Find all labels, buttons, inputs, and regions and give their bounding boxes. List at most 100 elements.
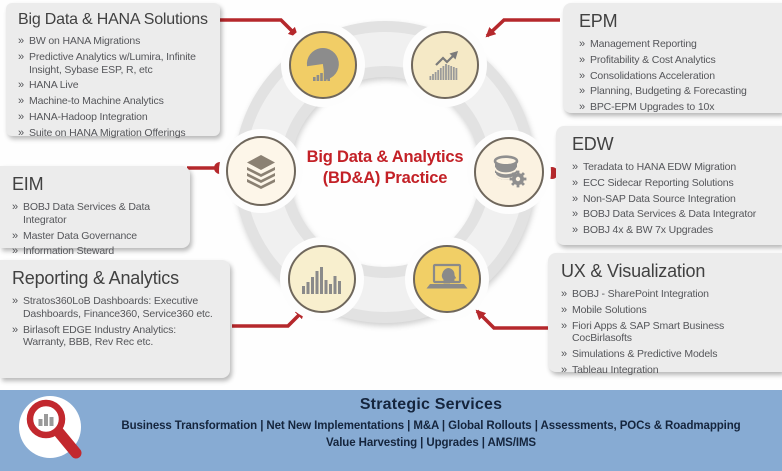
panel-item-list: »BOBJ - SharePoint Integration»Mobile So…: [561, 288, 778, 377]
hub-title-line2: (BD&A) Practice: [322, 169, 448, 188]
database-gear-icon: [493, 155, 527, 188]
strategic-services-text: Strategic Services Business Transformati…: [90, 396, 772, 451]
panel-ux-visualization: UX & Visualization »BOBJ - SharePoint In…: [548, 253, 782, 376]
list-item-text: BOBJ Data Services & Data Integrator: [582, 208, 757, 221]
chevron-bullet: »: [18, 50, 24, 63]
list-item-text: HANA-Hadoop Integration: [28, 110, 148, 123]
strategic-services-row1: Business Transformation | Net New Implem…: [121, 420, 741, 432]
pie-chart-icon: [306, 48, 339, 81]
list-item-text: Suite on HANA Migration Offerings: [28, 126, 186, 139]
hub-node-ux: [405, 237, 489, 321]
list-item-text: Stratos360LoB Dashboards: Executive Dash…: [22, 295, 213, 320]
list-item: »BOBJ 4x & BW 7x Upgrades: [572, 224, 772, 237]
panel-item-list: » Stratos360LoB Dashboards: Executive Das…: [12, 295, 220, 349]
hub-node-reporting: [280, 237, 364, 321]
chevron-bullet: »: [579, 69, 585, 82]
list-item: »Simulations & Predictive Models: [561, 348, 778, 361]
panel-big-data-hana-solutions: Big Data & HANA Solutions » BW on HANA Mi…: [6, 3, 220, 139]
chevron-bullet: »: [12, 245, 18, 258]
strategic-services-band: Strategic Services Business Transformati…: [0, 390, 782, 471]
panel-title: Big Data & HANA Solutions: [18, 11, 208, 28]
list-item: »BOBJ Data Services & Data Integrator: [12, 201, 180, 227]
panel-item-list: » Management Reporting » Profitability & Co…: [579, 38, 772, 114]
panel-item-list: » BW on HANA Migrations » Predictive Analyt…: [18, 35, 210, 140]
list-item-text: Master Data Governance: [22, 229, 137, 242]
panel-item-list: »BOBJ Data Services & Data Integrator»Ma…: [12, 201, 180, 258]
list-item: » Fiori Apps & SAP Smart Business CocBirl…: [561, 320, 778, 346]
list-item-text: Teradata to HANA EDW Migration: [582, 161, 737, 173]
list-item: » Consolidations Acceleration: [579, 70, 772, 83]
panel-title: UX & Visualization: [561, 261, 706, 281]
chevron-bullet: »: [572, 161, 578, 173]
panel-epm: EPM »Management Reporting»Profitability …: [563, 3, 782, 113]
chevron-bullet: »: [12, 201, 18, 213]
list-item: » BW on HANA Migrations: [18, 35, 210, 48]
list-item-text: Planning, Budgeting & Forecasting: [589, 85, 747, 98]
hub-title-line1: Big Data & Analytics: [306, 148, 464, 166]
chevron-bullet: »: [572, 208, 578, 221]
chevron-bullet: »: [572, 192, 578, 205]
chevron-bullet: »: [18, 35, 24, 47]
panel-title: Reporting & Analytics: [12, 268, 179, 288]
bar-chart-icon: [302, 267, 341, 294]
chevron-bullet: »: [12, 229, 18, 242]
chevron-bullet: »: [579, 38, 585, 50]
hub-node-big-data: [281, 23, 365, 107]
list-item: » Master Data Governance: [12, 230, 180, 243]
list-item: » BOBJ Data Services & Data Integrator: [572, 208, 772, 221]
strategic-services-title: Strategic Services: [359, 396, 503, 413]
list-item: »Birlasoft EDGE Industry Analytics: Warr…: [12, 324, 220, 350]
list-item-text: BOBJ 4x & BW 7x Upgrades: [582, 224, 714, 237]
list-item-text: Machine-to Machine Analytics: [28, 95, 164, 108]
panel-title: EIM: [12, 174, 44, 194]
chevron-bullet: »: [18, 110, 24, 123]
list-item: » Management Reporting: [579, 38, 772, 51]
list-item-text: HANA Live: [28, 79, 79, 92]
list-item-text: Profitability & Cost Analytics: [589, 53, 716, 66]
chevron-bullet: »: [561, 348, 567, 361]
chevron-bullet: »: [579, 53, 585, 66]
panel-item-list: »Teradata to HANA EDW Migration»ECC Side…: [572, 161, 772, 237]
list-item-text: Information Steward: [22, 245, 115, 258]
layers-icon: [247, 155, 275, 189]
list-item: » Non-SAP Data Source Integration: [572, 193, 772, 206]
list-item-text: BPC-EPM Upgrades to 10x: [589, 101, 715, 114]
list-item: » Machine-to Machine Analytics: [18, 95, 210, 108]
list-item: »ECC Sidecar Reporting Solutions: [572, 177, 772, 190]
list-item-text: Management Reporting: [589, 38, 697, 50]
list-item: » Profitability & Cost Analytics: [579, 54, 772, 67]
chevron-bullet: »: [18, 95, 24, 108]
list-item-text: Predictive Analytics w/Lumira, Infinite …: [28, 50, 196, 76]
connector-ux-arrow: [475, 309, 548, 330]
laptop-ai-icon: [426, 263, 468, 289]
panel-reporting-analytics: Reporting & Analytics » Stratos360LoB Das…: [0, 260, 230, 378]
chevron-bullet: »: [579, 101, 585, 114]
list-item-text: Mobile Solutions: [571, 303, 647, 316]
chevron-bullet: »: [561, 288, 567, 300]
strategic-services-row2: Value Harvesting | Upgrades | AMS/IMS: [325, 436, 536, 449]
list-item: » Suite on HANA Migration Offerings: [18, 127, 210, 140]
hub-node-eim: [219, 129, 303, 213]
list-item: »Planning, Budgeting & Forecasting: [579, 85, 772, 98]
list-item: » HANA-Hadoop Integration: [18, 111, 210, 124]
list-item: » Tableau Integration: [561, 364, 778, 377]
hub-node-epm: [403, 23, 487, 107]
chevron-bullet: »: [561, 363, 567, 376]
list-item-text: Tableau Integration: [571, 363, 659, 376]
connector-reporting-arrow: [232, 308, 306, 328]
list-item-text: Fiori Apps & SAP Smart Business CocBirla…: [571, 319, 725, 345]
list-item-text: Non-SAP Data Source Integration: [582, 192, 736, 205]
chevron-bullet: »: [561, 319, 567, 332]
chevron-bullet: »: [561, 303, 567, 316]
chevron-bullet: »: [18, 126, 24, 139]
panel-eim: EIM »BOBJ Data Services & Data Integrato…: [0, 166, 190, 257]
magnifier-chart-icon: [19, 396, 82, 459]
list-item-text: BW on HANA Migrations: [28, 35, 141, 47]
list-item: » BPC-EPM Upgrades to 10x: [579, 101, 772, 114]
list-item-text: ECC Sidecar Reporting Solutions: [582, 176, 734, 189]
hub-node-edw: [467, 130, 551, 214]
chevron-bullet: »: [12, 323, 18, 336]
list-item-text: Consolidations Acceleration: [589, 69, 715, 82]
list-item: »Stratos360LoB Dashboards: Executive Das…: [12, 295, 220, 321]
